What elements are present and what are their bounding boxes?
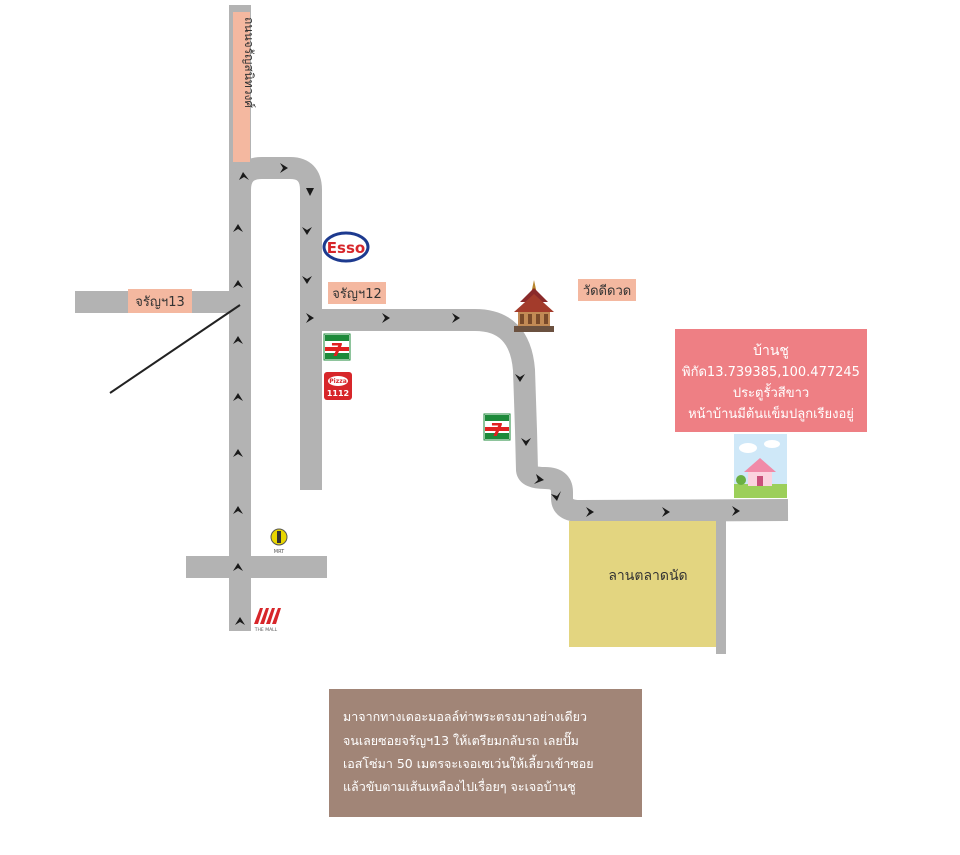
- destination-box: [675, 329, 867, 432]
- directions-line-1: มาจากทางเดอะมอลล์ท่าพระตรงมาอย่างเดียว: [343, 709, 587, 724]
- pizza-text: Pizza: [329, 378, 347, 385]
- arrow-up-icon: [233, 506, 243, 514]
- arrow-up-icon: [233, 393, 243, 401]
- soi12-label-bg: [328, 282, 386, 304]
- bottom-cross-road: [186, 556, 327, 578]
- arrow-right-icon: [534, 474, 544, 484]
- the-mall-logo-icon: THE MALL: [254, 608, 281, 633]
- seven-eleven-number: 7: [331, 340, 344, 361]
- pizza-logo-icon: Pizza 1112: [324, 372, 352, 400]
- destination-coords: พิกัด13.739385,100.477245: [682, 365, 860, 380]
- esso-text: Esso: [327, 239, 365, 257]
- destination-title: บ้านชู: [753, 343, 789, 359]
- arrow-down-icon: [551, 491, 561, 501]
- u-turn-road: [229, 157, 322, 490]
- esso-logo-icon: Esso: [322, 231, 370, 263]
- seven-eleven-number-2: 7: [491, 420, 504, 441]
- temple-label-bg: [578, 279, 636, 301]
- arrow-up-icon: [233, 336, 243, 344]
- arrow-down-icon: [302, 276, 312, 284]
- temple-label: วัดดีดวด: [583, 283, 631, 299]
- directions-box: [329, 689, 642, 817]
- arrow-up-icon: [233, 563, 243, 571]
- arrow-right-icon: [586, 507, 594, 517]
- house-icon: [734, 434, 787, 498]
- arrow-up-icon: [235, 617, 245, 625]
- pizza-number: 1112: [327, 389, 349, 398]
- destination-gate: ประตูรั้วสีขาว: [733, 383, 809, 401]
- seven-eleven-logo-icon: 7: [323, 333, 351, 361]
- arrow-right-icon: [280, 163, 288, 173]
- arrow-up-icon: [239, 172, 249, 180]
- the-mall-text: THE MALL: [254, 627, 278, 633]
- route-arrows: [233, 163, 740, 625]
- main-road-label-bg: [233, 12, 250, 162]
- soi13-label: จรัญฯ13: [135, 295, 185, 310]
- mrt-text: MRT: [274, 549, 285, 555]
- soi12-road: [311, 309, 789, 522]
- arrow-right-icon: [662, 507, 670, 517]
- arrow-down-icon: [302, 227, 312, 235]
- seven-eleven-logo-2-icon: 7: [483, 413, 511, 441]
- pointer-line: [109, 304, 241, 394]
- soi12-label: จรัญฯ12: [332, 287, 382, 302]
- market-area: [569, 521, 716, 647]
- mrt-logo-icon: MRT: [270, 528, 288, 555]
- arrow-right-icon: [452, 313, 460, 323]
- directions-line-2: จนเลยซอยจรัญฯ13 ให้เตรียมกลับรถ เลยปั๊ม: [343, 731, 579, 748]
- arrow-right-icon: [732, 506, 740, 516]
- arrow-down-icon: [515, 374, 525, 382]
- arrow-right-icon: [382, 313, 390, 323]
- arrow-right-icon: [306, 313, 314, 323]
- market-side-road: [716, 505, 726, 654]
- directions-line-4: แล้วขับตามเส้นเหลืองไปเรื่อยๆ จะเจอบ้านช…: [343, 778, 576, 795]
- arrow-up-icon: [233, 449, 243, 457]
- main-road-label: ถนนจรัญสนิทวงศ์: [242, 17, 256, 108]
- soi13-label-bg: [128, 289, 192, 313]
- destination-note: หน้าบ้านมีต้นแข็มปลูกเรียงอยู่: [688, 404, 854, 422]
- market-label: ลานตลาดนัด: [608, 568, 687, 584]
- arrow-down-icon: [521, 438, 531, 446]
- arrow-down-icon: [306, 188, 314, 196]
- directions-line-3: เอสโซ่มา 50 เมตรจะเจอเซเว่นให้เลี้ยวเข้า…: [343, 754, 594, 771]
- arrow-up-icon: [233, 224, 243, 232]
- temple-icon: [514, 280, 554, 332]
- arrow-up-icon: [233, 280, 243, 288]
